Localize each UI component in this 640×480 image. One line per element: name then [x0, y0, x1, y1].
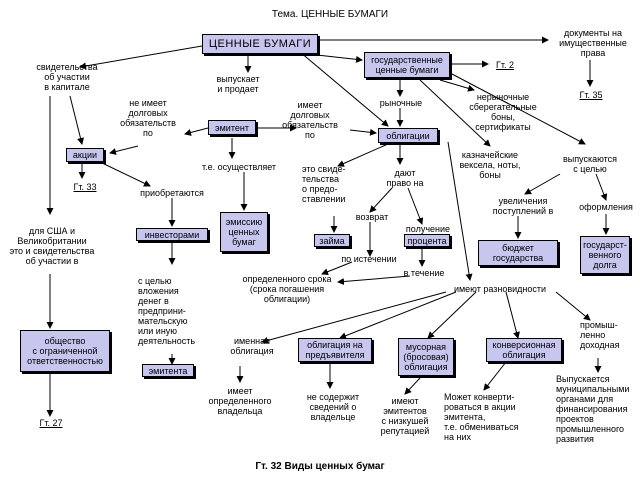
label-convertible-desc: Может конверти- роваться в акции эмитент…	[444, 392, 519, 442]
ref-r2[interactable]: Гт. 2	[495, 60, 514, 70]
node-loan: займа	[314, 234, 350, 247]
label-increase: увеличения поступлений в	[492, 196, 554, 216]
edge-expiry-term	[321, 261, 353, 276]
edge-types-industrial	[555, 291, 591, 321]
node-budget: бюджет государства	[478, 240, 558, 266]
label-has-owner: имеет определенного владельца	[208, 386, 272, 416]
edge-bonds-types	[447, 141, 473, 281]
node-issue: эмиссию ценных бумаг	[220, 212, 268, 252]
edge-hasdebt-bonds	[349, 128, 377, 136]
label-docs: документы на имущественные права	[559, 28, 627, 58]
edge-gov-nonmarket	[439, 79, 475, 92]
edge-bonds-evidence	[337, 143, 389, 167]
label-during: в течение	[403, 268, 445, 278]
edge-shares-acquired	[99, 161, 151, 187]
label-usa: для США и Великобритании это и свидетель…	[9, 226, 95, 266]
edge-types-registered	[261, 291, 447, 344]
edge-giveright-return	[369, 187, 393, 213]
label-registered: именная облигация	[230, 336, 274, 356]
diagram-title: Тема. ЦЕННЫЕ БУМАГИ	[271, 9, 389, 20]
label-treasury: казначейские вексела, ноты, боны	[459, 150, 521, 180]
edge-giveright-receive	[407, 187, 424, 225]
label-acquired: приобретаются	[140, 188, 204, 198]
edge-issuedfor-formation	[595, 173, 608, 201]
edge-securities-bonds	[299, 51, 389, 127]
ref-r33[interactable]: Гт. 33	[73, 182, 97, 192]
node-bonds: облигации	[378, 128, 438, 143]
label-municipal: Выпускается муниципальными органами для …	[556, 374, 630, 444]
ref-r27[interactable]: Гт. 27	[39, 418, 63, 428]
node-investors: инвесторами	[136, 228, 208, 241]
label-has-debt: имеет долговых обязательств по	[282, 100, 338, 140]
node-llc: общество с ограниченной ответственностью	[20, 330, 110, 372]
label-nonmarket: нерыночные сберегательные боны, сертифик…	[469, 92, 537, 132]
label-types: имеют разновидности	[453, 284, 547, 294]
node-interest: процента	[404, 234, 450, 247]
label-receive: получение	[405, 224, 451, 234]
label-purpose: с целью вложения денег в предприни- мате…	[138, 276, 196, 346]
node-issuer: эмитент	[208, 120, 256, 135]
label-no-info: не содержит сведений о владельце	[306, 392, 360, 422]
label-term: определенного срока (срока погашения обл…	[242, 274, 332, 304]
node-junk-bond: мусорная (бросовая) облигация	[398, 338, 454, 376]
edge-securities-participation	[79, 45, 203, 70]
edge-types-convertible	[505, 291, 520, 339]
node-shares: акции	[66, 148, 104, 162]
edge-during-term	[337, 275, 411, 285]
node-securities: ЦЕННЫЕ БУМАГИ	[202, 34, 318, 54]
edge-gov-treasury	[419, 79, 491, 147]
edge-convertible-desc	[483, 361, 507, 391]
diagram-caption: Гт. 32 Виды ценных бумаг	[255, 461, 385, 472]
label-bad-rep: имеют эмитентов с низкушей репутацией	[380, 396, 430, 436]
label-market: рыночные	[379, 98, 423, 108]
label-return: возврат	[355, 212, 389, 222]
label-no-debt: не имеет долговых обязательств по	[120, 98, 176, 138]
edge-types-bearer	[339, 291, 457, 340]
label-evidence: это свиде- тельства о предо- ставлении	[302, 164, 346, 204]
edge-issuer-nodebt	[184, 127, 209, 136]
label-expiry: по истечении	[341, 254, 397, 264]
edge-types-junk	[427, 291, 477, 339]
node-gov-debt: государст- венного долга	[580, 236, 630, 274]
edge-issuedfor-increase	[524, 173, 561, 195]
label-implements: т.е. осуществляет	[201, 162, 277, 172]
node-convertible: конверсионная облигация	[486, 338, 562, 362]
edge-gov-issuedfor	[451, 73, 586, 145]
label-issues-sells: выпускает и продает	[216, 74, 260, 94]
node-issuer-gen: эмитента	[142, 364, 194, 377]
node-gov-securities: государственные ценные бумаги	[364, 52, 450, 78]
label-participation: свидетельства об участии в капитале	[36, 62, 98, 92]
edge-junk-badrep	[404, 377, 421, 395]
node-bearer-bond: облигация на предъявителя	[298, 338, 372, 362]
label-formation: оформления	[579, 202, 633, 212]
label-industrial: промыш- ленно доходная	[580, 320, 620, 350]
edge-participation-shares	[69, 95, 84, 145]
ref-r35[interactable]: Гт. 35	[579, 90, 603, 100]
edge-nodebt-shares	[109, 145, 139, 155]
label-give-right: дают право на	[386, 168, 424, 188]
label-issued-for: выпускаются с целью	[562, 154, 618, 174]
